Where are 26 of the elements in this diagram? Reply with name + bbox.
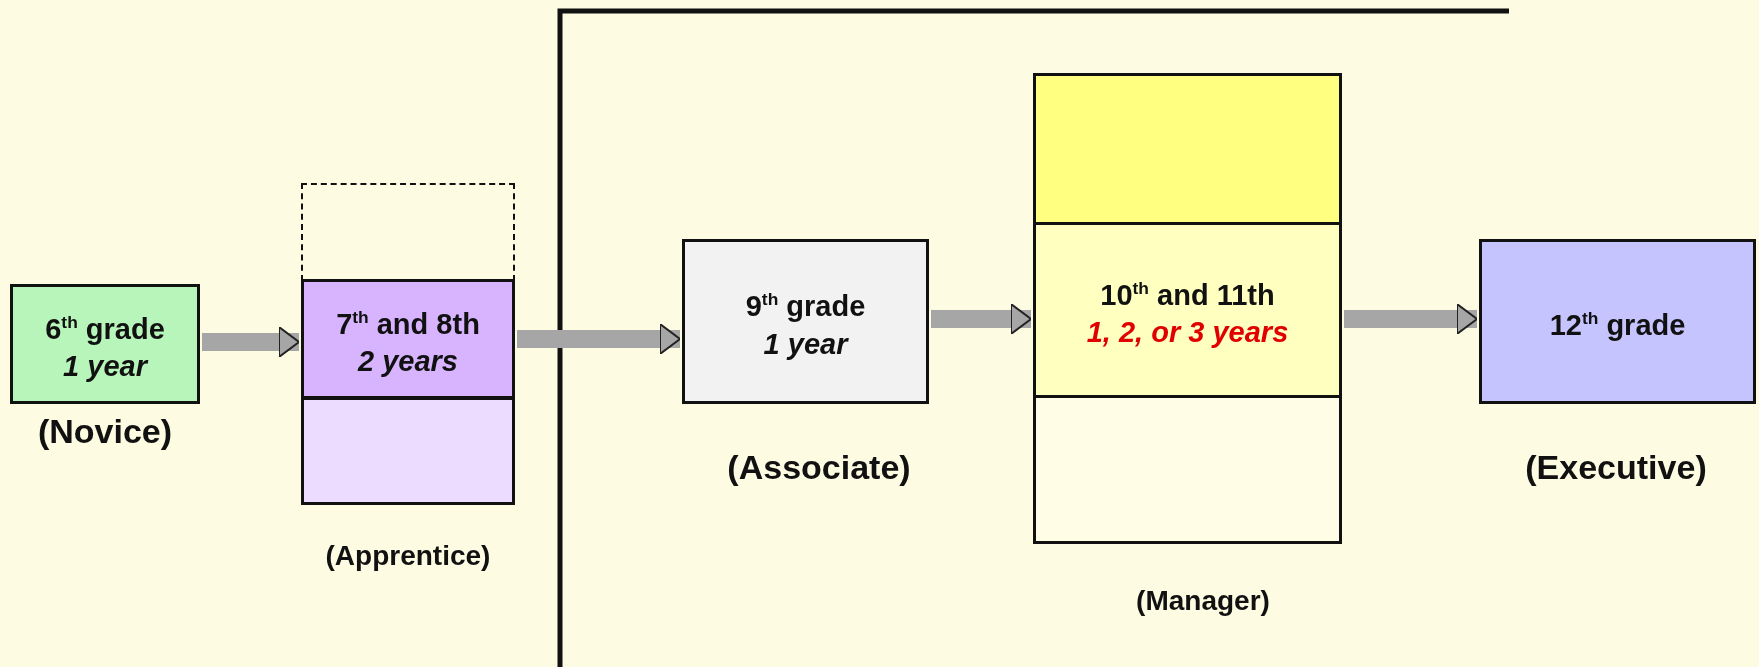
role-label: (Manager) [1136,585,1270,617]
role-label: (Associate) [727,448,911,487]
role-label: (Apprentice) [325,540,491,572]
arrow [202,326,300,358]
grade-label: 12$^{th}$ grade [1549,307,1686,343]
empty-box [301,397,515,505]
stage-box [1033,222,1342,398]
duration-label: 1 year [63,349,147,385]
stage-box [1479,239,1756,404]
arrow [1344,303,1478,335]
duration-label: 2 years [358,344,458,380]
stage-box [301,279,515,399]
arrow [517,323,681,355]
arrow [931,303,1032,335]
grade-label: 10$^{th}$ and 11th [1100,276,1275,313]
stage-box [10,284,200,404]
stage-box [682,239,929,404]
role-label: (Novice) [37,412,173,451]
duration-label: 1 year [763,326,848,362]
grade-label: 7$^{th}$ and 8th [336,305,480,342]
duration-label: 1, 2, or 3 years [1086,315,1289,351]
empty-box [1033,395,1342,544]
role-label: (Executive) [1525,448,1707,487]
grade-label: 9$^{th}$ grade [745,288,866,324]
empty-box [1033,73,1342,225]
grade-label: 6$^{th}$ grade [45,310,165,347]
